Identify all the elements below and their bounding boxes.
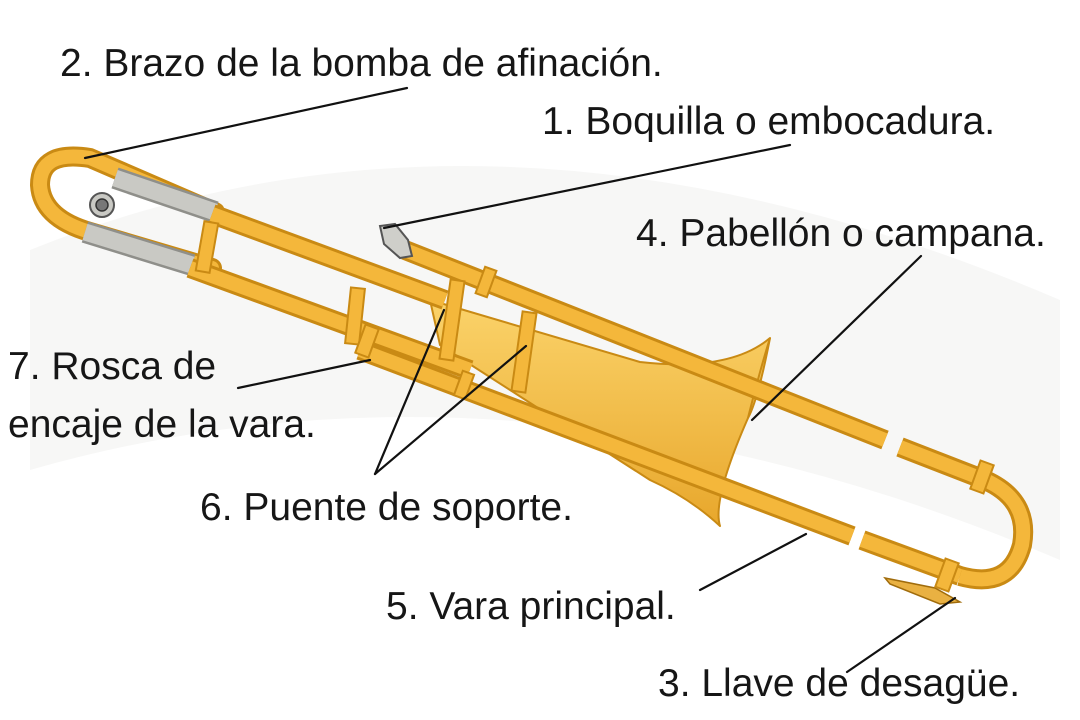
label-support-brace: 6. Puente de soporte. bbox=[200, 486, 573, 529]
leader-line-6b bbox=[373, 344, 528, 476]
leader-line-5 bbox=[698, 532, 808, 592]
main-slide bbox=[356, 340, 1034, 605]
leader-line-7 bbox=[236, 358, 372, 390]
label-bell: 4. Pabellón o campana. bbox=[636, 212, 1046, 255]
label-main-slide: 5. Vara principal. bbox=[386, 585, 676, 628]
leader-lines bbox=[83, 86, 957, 674]
leader-line-4 bbox=[750, 254, 923, 422]
leader-line-2 bbox=[83, 86, 409, 160]
label-water-key: 3. Llave de desagüe. bbox=[658, 662, 1021, 705]
leader-line-3 bbox=[845, 596, 957, 674]
tuning-slide bbox=[29, 146, 225, 278]
leader-line-1 bbox=[382, 143, 792, 230]
mouthpiece bbox=[378, 222, 414, 260]
label-tuning-slide-brace: 2. Brazo de la bomba de afinación. bbox=[60, 42, 663, 85]
label-mouthpiece: 1. Boquilla o embocadura. bbox=[542, 100, 996, 143]
label-slide-lock-line1: 7. Rosca de bbox=[8, 345, 217, 388]
leader-line-6a bbox=[373, 308, 446, 476]
label-slide-lock-line2: encaje de la vara. bbox=[8, 403, 316, 446]
support-braces bbox=[194, 220, 538, 401]
